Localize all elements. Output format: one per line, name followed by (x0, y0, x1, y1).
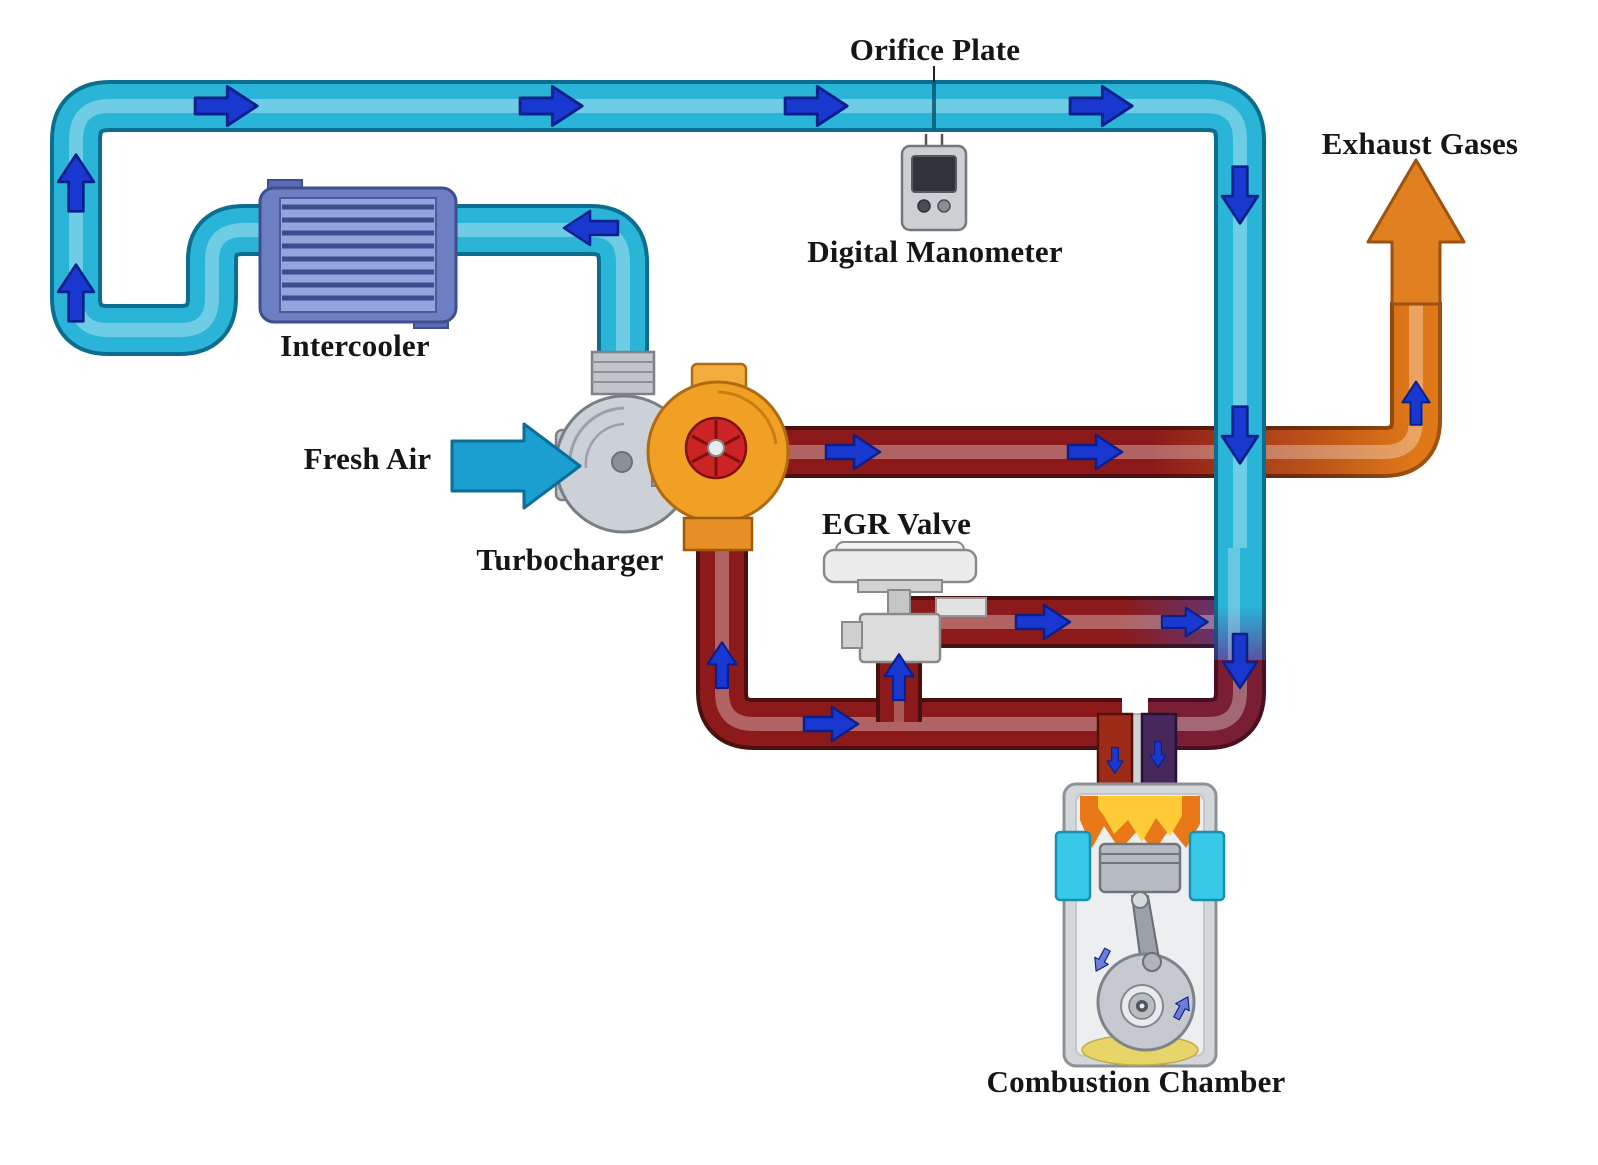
orifice-plate-label: Orifice Plate (849, 32, 1021, 67)
intercooler-label: Intercooler (280, 328, 430, 363)
combustion-chamber-label: Combustion Chamber (986, 1064, 1286, 1099)
coolant-jacket-right (1188, 830, 1226, 902)
crank-pin (1142, 952, 1162, 972)
digital-manometer-label: Digital Manometer (807, 234, 1063, 269)
pipe-exhaust-return (696, 544, 1122, 750)
coolant-jacket-left (1054, 830, 1092, 902)
orifice-manometer-assembly (900, 66, 968, 232)
pipe-mixing-transition (1214, 548, 1266, 690)
egr-valve-label: EGR Valve (821, 506, 972, 541)
wrist-pin (1131, 891, 1149, 909)
egr-valve-component (822, 541, 987, 664)
fresh-air-arrow (450, 422, 582, 510)
manometer-screen (911, 155, 957, 193)
combustion-chamber-component (1054, 712, 1226, 1068)
manometer-button-right (937, 199, 951, 213)
manometer-button-left (917, 199, 931, 213)
pipe-turbine-to-exhaust (752, 302, 1442, 478)
intercooler-component (258, 179, 458, 329)
pipe-mixed-elbow-to-chamber (1148, 660, 1266, 750)
compressor-flange-ridges (592, 361, 654, 383)
turbine-scroll-line (717, 390, 778, 445)
turbocharger-label: Turbocharger (476, 542, 664, 577)
intercooler-fins (282, 204, 434, 301)
turbocharger-component (554, 350, 790, 552)
intercooler-core (279, 197, 437, 313)
exhaust-gases-arrow (1366, 158, 1466, 306)
egr-valve-cap (822, 548, 978, 584)
exhaust-gases-label: Exhaust Gases (1321, 126, 1519, 161)
crank-bearing-center (1139, 1003, 1145, 1009)
fresh-air-label: Fresh Air (303, 441, 432, 476)
turbine-bottom-flange (682, 516, 754, 552)
piston-crown (1098, 842, 1182, 894)
combustion-flame-inner (1098, 796, 1182, 842)
piston-rings (1100, 853, 1180, 864)
egr-valve-bracket (935, 597, 987, 617)
compressor-scroll-line-2 (584, 422, 625, 469)
turbine-hub (707, 439, 725, 457)
compressor-hub (611, 451, 633, 473)
egr-valve-flange (841, 621, 863, 649)
